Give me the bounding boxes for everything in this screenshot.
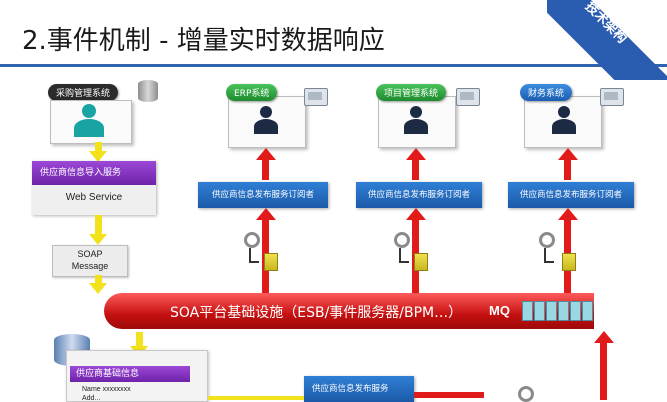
import-service: 供应商信息导入服务 Web Service (32, 161, 156, 215)
database-label: 供应商基础信息 (70, 366, 190, 382)
flow-arrow (95, 142, 102, 151)
connector-line (544, 248, 546, 262)
subscriber-service-box: 供应商信息发布服务订阅者 (356, 182, 482, 208)
subscriber-system-tab: 项目管理系统 (376, 84, 447, 101)
database-row: Name xxxxxxxx (82, 386, 131, 393)
connector-line (544, 261, 554, 263)
red-arrow (412, 160, 419, 180)
flow-arrow (95, 275, 102, 285)
connector-line (249, 261, 259, 263)
subscriber-pm: 项目管理系统 (374, 82, 484, 150)
red-arrow (564, 160, 571, 180)
web-service-label: Web Service (65, 192, 123, 203)
import-service-label: 供应商信息导入服务 (32, 161, 156, 185)
page-title: 2.事件机制 - 增量实时数据响应 (22, 26, 385, 56)
soa-bus: SOA平台基础设施（ESB/事件服务器/BPM…） MQ (104, 293, 594, 329)
connector-line (399, 248, 401, 262)
flow-arrow-head (89, 283, 107, 294)
corner-badge: 技术架构 (547, 0, 667, 80)
red-arrow-head (256, 148, 276, 160)
user-icon (552, 106, 576, 134)
event-tag-icon (264, 253, 278, 271)
soap-message: SOAP Message (52, 245, 128, 277)
flow-arrow (95, 215, 102, 235)
event-tag-icon (562, 253, 576, 271)
flow-arrow (208, 396, 304, 400)
computer-icon (304, 88, 328, 106)
source-system: 采购管理系统 (44, 80, 158, 144)
computer-icon (600, 88, 624, 106)
publisher-service-box: 供应商信息发布服务 (304, 376, 414, 402)
message-queue-icon (522, 301, 594, 321)
red-arrow (262, 160, 269, 180)
subscribe-ring-icon (539, 232, 555, 248)
source-db-icon (138, 80, 158, 102)
red-arrow-head (594, 331, 614, 343)
connector-line (249, 248, 251, 262)
soa-bus-label: SOA平台基础设施（ESB/事件服务器/BPM…） (170, 305, 463, 321)
red-arrow-head (256, 208, 276, 220)
subscribe-ring-icon (394, 232, 410, 248)
subscribe-ring-icon (244, 232, 260, 248)
flow-arrow-head (89, 151, 107, 162)
red-arrow-head (558, 148, 578, 160)
red-arrow-head (406, 208, 426, 220)
event-tag-icon (414, 253, 428, 271)
flow-arrow (136, 332, 143, 346)
database-row: Add... (82, 395, 101, 402)
user-icon (254, 106, 278, 134)
red-arrow (600, 343, 607, 400)
red-arrow-head (558, 208, 578, 220)
mq-label: MQ (489, 303, 510, 318)
subscriber-erp: ERP系统 (224, 82, 334, 150)
connector-line (399, 261, 409, 263)
user-icon (404, 106, 428, 134)
title-divider (0, 64, 667, 67)
computer-icon (456, 88, 480, 106)
user-icon (74, 104, 104, 140)
flow-arrow (414, 392, 484, 398)
subscriber-service-box: 供应商信息发布服务订阅者 (198, 182, 328, 208)
subscriber-system-tab: ERP系统 (226, 84, 278, 101)
source-system-tab: 采购管理系统 (48, 84, 119, 101)
red-arrow-head (406, 148, 426, 160)
subscriber-service-box: 供应商信息发布服务订阅者 (508, 182, 634, 208)
subscriber-finance: 财务系统 (516, 82, 626, 150)
flow-arrow-head (89, 234, 107, 245)
subscriber-system-tab: 财务系统 (520, 84, 573, 101)
